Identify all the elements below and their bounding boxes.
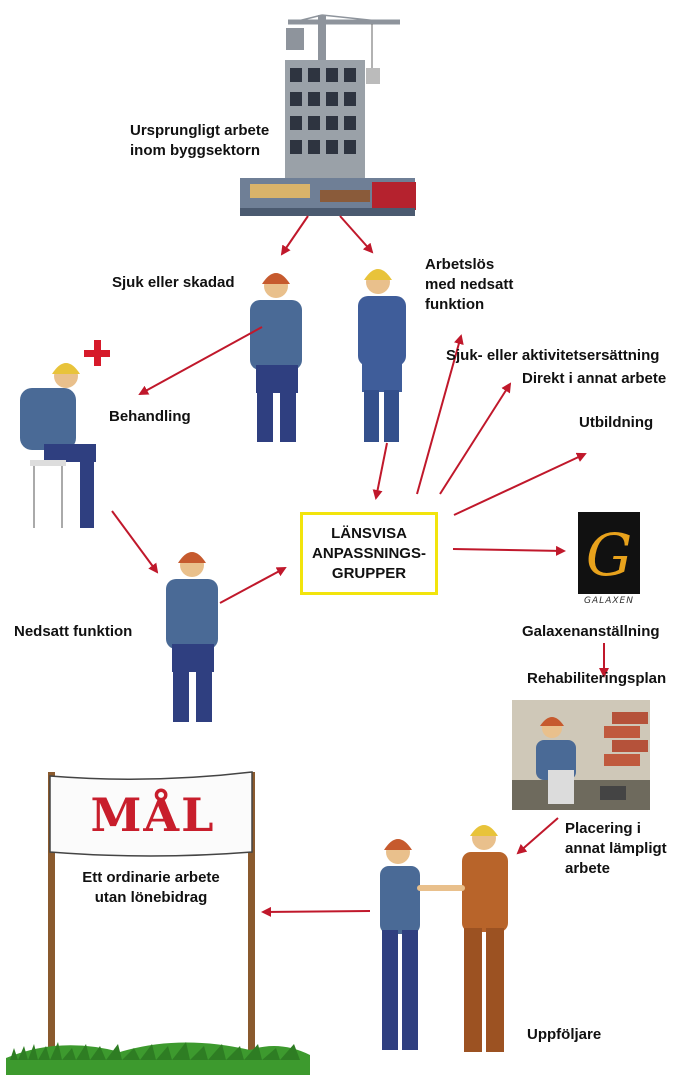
goal-sign-illustration: [6, 771, 310, 1075]
arrow-rehab-to-followup: [516, 817, 559, 855]
arrow-box-to-galaxen: [452, 545, 566, 556]
label-original-work-line-1: Ursprungligt arbete: [130, 122, 270, 139]
label-original-work: Ursprungligt arbete inom byggsektorn: [130, 121, 269, 161]
label-reduced-function: Nedsatt funktion: [14, 623, 133, 640]
arrow-box-to-education: [453, 452, 587, 516]
arrow-treatment-to-reduced: [111, 510, 159, 574]
label-placement-line-1: Placering i: [565, 820, 641, 837]
arrow-reduced-to-box: [219, 567, 287, 604]
label-rehab-plan: Rehabiliteringsplan: [527, 670, 667, 687]
central-box-line-1: LÄNSVISA: [331, 524, 407, 542]
label-sick: Sjuk eller skadad: [112, 274, 235, 291]
arrow-site-to-sick: [280, 215, 309, 256]
galaxen-logo-letter: G: [586, 521, 632, 589]
label-galaxen-employment: Galaxenanställning: [522, 623, 660, 640]
label-placement-line-3: arbete: [565, 860, 611, 877]
arrow-box-to-sickness-comp: [416, 334, 464, 495]
treatment-worker-illustration: [20, 363, 96, 528]
reduced-function-worker-illustration: [166, 552, 218, 722]
label-treatment: Behandling: [109, 408, 191, 425]
label-follow-up: Uppföljare: [527, 1026, 602, 1043]
arrow-unemployed-to-box: [372, 442, 388, 500]
goal-sign-title: MÅL: [90, 788, 216, 842]
arrow-box-to-direct-work: [439, 382, 512, 495]
flow-arrows: [111, 215, 609, 917]
label-unemployed-line-2: med nedsatt: [425, 276, 514, 293]
central-box-line-3: GRUPPER: [331, 564, 407, 582]
label-education: Utbildning: [579, 414, 654, 431]
galaxen-logo-word: GALAXEN: [584, 596, 634, 606]
label-placement-line-2: annat lämpligt: [565, 840, 667, 857]
label-placement: Placering i annat lämpligt arbete: [565, 819, 667, 879]
goal-sign-text-line-1: Ett ordinarie arbete: [82, 869, 220, 886]
label-unemployed: Arbetslös med nedsatt funktion: [425, 255, 513, 315]
brick-wall-icon: [604, 712, 648, 766]
label-unemployed-line-1: Arbetslös: [425, 256, 495, 273]
unemployed-worker-illustration: [358, 269, 406, 442]
red-cross-icon: [84, 340, 110, 366]
central-box-line-2: ANPASSNINGS-: [312, 544, 426, 562]
arrow-site-to-unemployed: [339, 215, 374, 254]
construction-site-illustration: [240, 14, 416, 216]
goal-sign-text-line-2: utan lönebidrag: [94, 889, 208, 906]
label-sickness-compensation: Sjuk- eller aktivitetsersättning: [446, 347, 660, 364]
galaxen-logo: G: [578, 512, 640, 594]
label-unemployed-line-3: funktion: [425, 296, 485, 313]
arrow-followup-to-goal: [261, 906, 371, 917]
goal-sign-text: Ett ordinarie arbete utan lönebidrag: [62, 868, 240, 908]
arrow-sick-to-treatment: [138, 326, 263, 395]
sick-worker-illustration: [250, 273, 302, 442]
bricklayer-illustration: [512, 700, 650, 810]
central-group-box: LÄNSVISA ANPASSNINGS- GRUPPER: [300, 512, 438, 595]
handshake-illustration: [380, 825, 508, 1052]
label-original-work-line-2: inom byggsektorn: [130, 142, 261, 159]
label-direct-work: Direkt i annat arbete: [522, 370, 667, 387]
